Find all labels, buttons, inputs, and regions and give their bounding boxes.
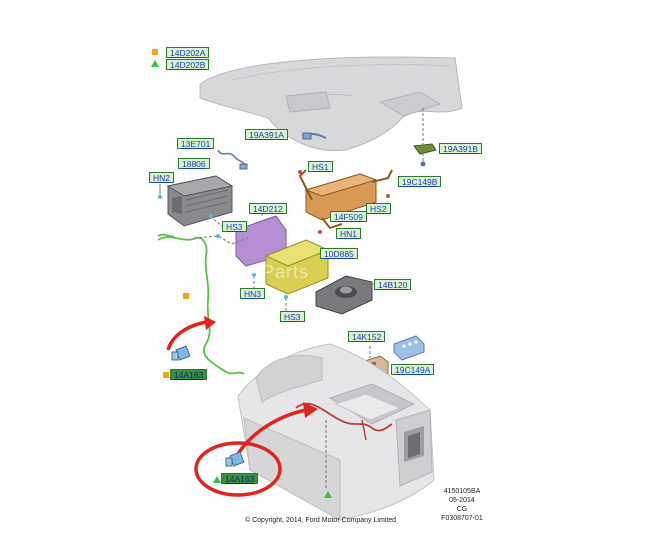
callout-14A163-lower[interactable]: 14A163: [221, 473, 259, 484]
meta-line-2: 05-2014: [449, 497, 475, 504]
amplifier-14F509-part: [298, 169, 393, 230]
callout-14D212[interactable]: 14D212: [249, 203, 287, 214]
red-arrow-upper: [166, 320, 207, 351]
headliner: [199, 56, 463, 152]
radio-unit-part: [166, 175, 234, 227]
dome-light-recess: [285, 91, 331, 113]
callout-13E701[interactable]: 13E701: [177, 138, 215, 149]
connector-14A163-upper-part: [171, 345, 191, 361]
legend-label-square[interactable]: 14D202A: [166, 47, 210, 58]
callout-HN2[interactable]: HN2: [149, 172, 175, 183]
callout-14F509[interactable]: 14F509: [330, 211, 367, 222]
callout-14K152[interactable]: 14K152: [348, 331, 386, 342]
triangle-marker-icon: [151, 60, 159, 67]
legend-label-triangle[interactable]: 14D202B: [166, 59, 210, 70]
connector-14A163-lower-part: [225, 451, 245, 467]
meta-line-4: F0308707-01: [441, 515, 483, 522]
sensor-19A391B-part: [413, 143, 437, 155]
callout-18806[interactable]: 18806: [178, 158, 210, 169]
square-marker-icon: [152, 49, 158, 55]
callout-HN1[interactable]: HN1: [336, 228, 362, 239]
callout-19A391A[interactable]: 19A391A: [245, 129, 288, 140]
callout-14B120[interactable]: 14B120: [374, 279, 412, 290]
meta-line-3: CG: [456, 506, 468, 513]
panel-19C149A-part: [393, 335, 425, 361]
callout-19A391B[interactable]: 19A391B: [439, 143, 482, 154]
copyright-text: © Copyright, 2014, Ford Motor Company Li…: [245, 517, 397, 524]
meta-line-1: 4150105BA: [443, 488, 481, 495]
console-harness: [295, 402, 393, 432]
console-panel-14B120-part: [315, 275, 373, 315]
callout-19C149A[interactable]: 19C149A: [391, 364, 435, 375]
center-console: [237, 343, 435, 521]
highlight-ring: [194, 441, 282, 497]
sensor-19A391A-part: [301, 132, 327, 140]
callout-19C149B[interactable]: 19C149B: [398, 176, 442, 187]
diagram-metadata: 4150105BA 05-2014 CG F0308707-01: [430, 487, 494, 523]
callout-HS3-upper[interactable]: HS3: [222, 221, 247, 232]
wiring-harness: [157, 236, 245, 375]
callout-HS3-lower[interactable]: HS3: [280, 311, 305, 322]
callout-10D885[interactable]: 10D885: [320, 248, 358, 259]
triangle-marker-icon: [213, 476, 221, 483]
callout-HN3[interactable]: HN3: [240, 288, 266, 299]
callout-14A163-upper[interactable]: 14A163: [170, 369, 208, 380]
callout-HS1[interactable]: HS1: [308, 161, 333, 172]
callout-HS2[interactable]: HS2: [366, 203, 391, 214]
red-arrow-lower: [236, 408, 307, 455]
square-marker-icon: [163, 372, 169, 378]
watermark-text: Parts: [262, 262, 310, 282]
